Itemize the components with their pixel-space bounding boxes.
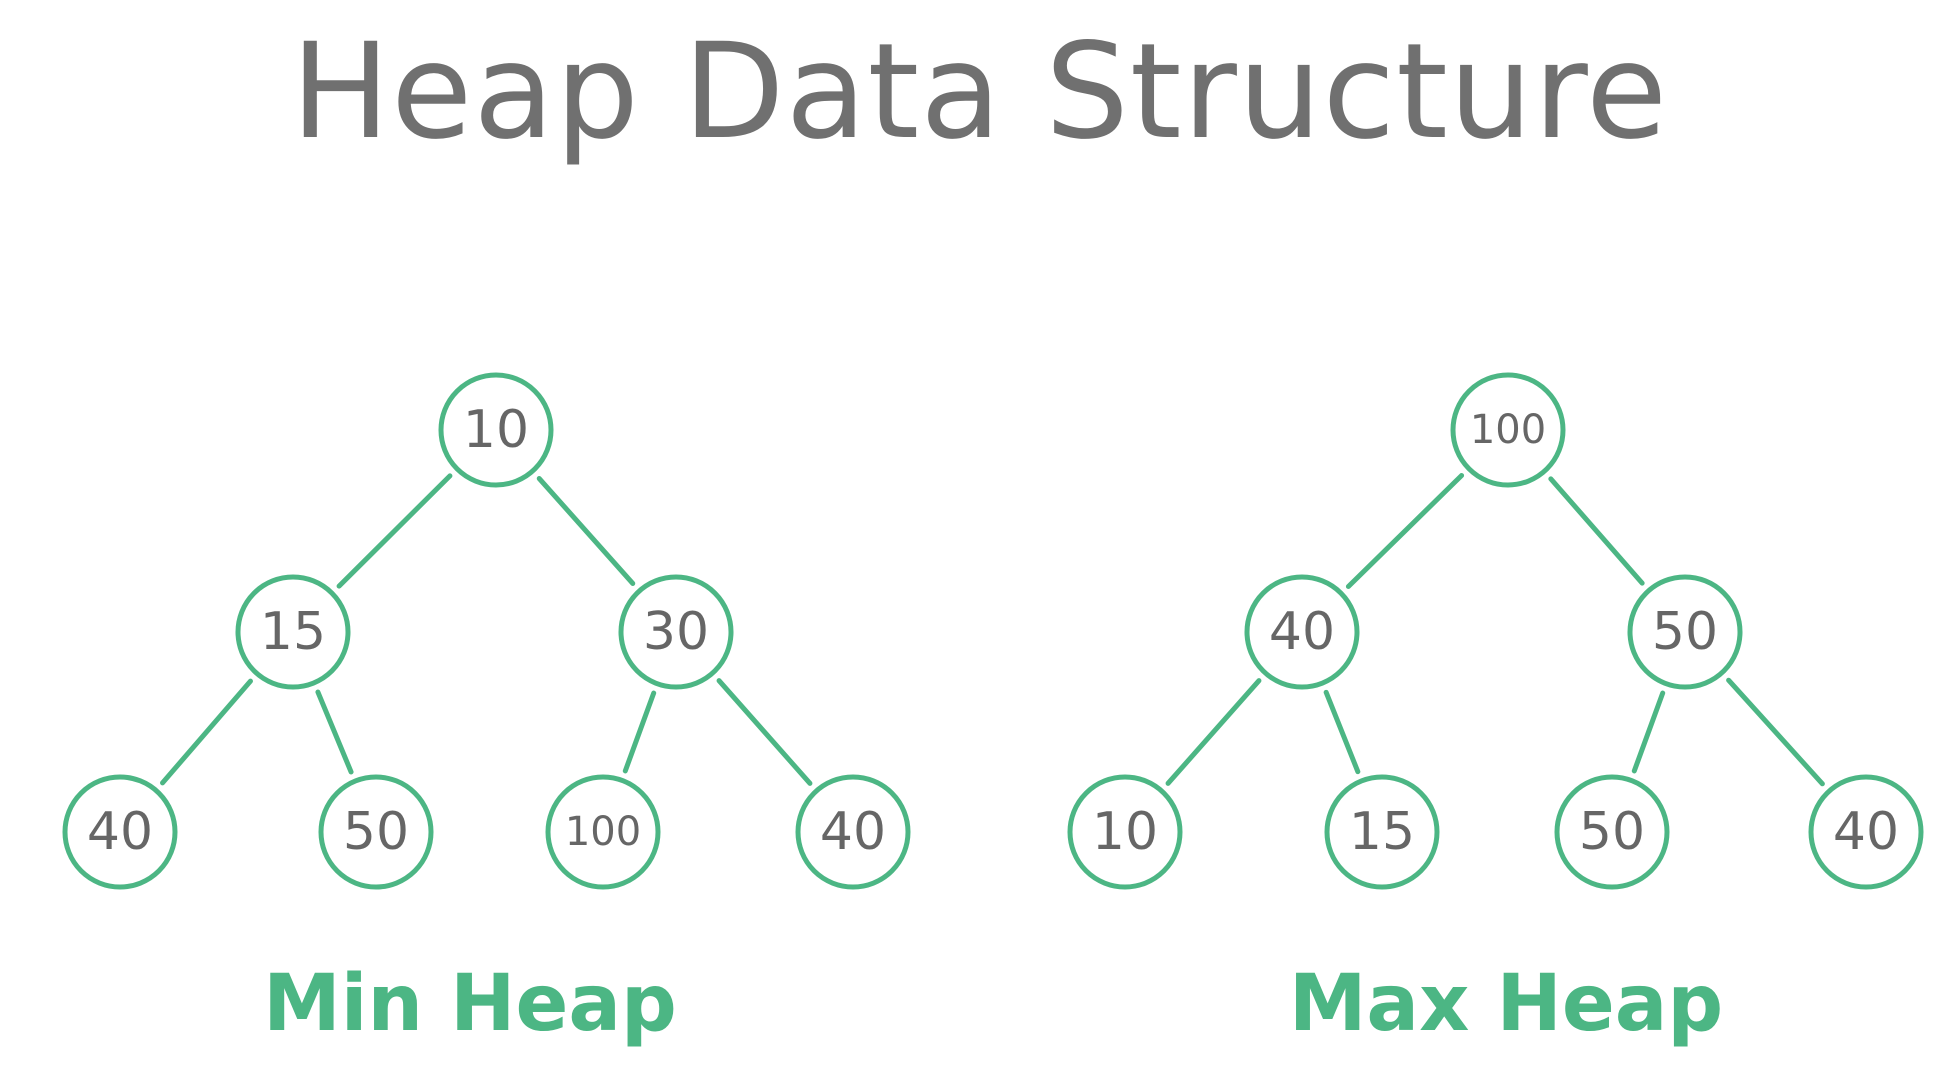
max-heap-edge-1-4 [1323, 689, 1361, 775]
min-heap-node-circle [438, 372, 554, 488]
max-heap-node-0: 100 [1450, 372, 1566, 488]
max-heap-edge-1-3 [1165, 678, 1262, 786]
max-heap-edge-0-2 [1548, 476, 1645, 586]
min-heap-node-value: 15 [260, 602, 326, 662]
min-heap-node-2: 30 [618, 574, 734, 690]
max-heap-node-6: 40 [1808, 774, 1924, 890]
min-heap-edge-0-1 [336, 473, 453, 589]
max-heap-node-value: 50 [1652, 602, 1718, 662]
min-heap-node-5: 100 [545, 774, 661, 890]
min-heap-node-0: 10 [438, 372, 554, 488]
min-heap-tree: 10 15 30 40 50 100 40 [62, 372, 911, 890]
min-heap-edge-1-4 [315, 689, 354, 775]
min-heap-node-value: 10 [463, 400, 529, 460]
max-heap-edge-0-1 [1345, 473, 1465, 589]
max-heap-node-value: 15 [1349, 802, 1415, 862]
max-heap-node-value: 40 [1269, 602, 1335, 662]
min-heap-node-circle [62, 774, 178, 890]
max-heap-node-circle [1554, 774, 1670, 890]
max-heap-caption: Max Heap [1289, 959, 1723, 1049]
min-heap-edge-1-3 [160, 678, 253, 786]
max-heap-edge-2-5 [1631, 690, 1666, 774]
max-heap-node-5: 50 [1554, 774, 1670, 890]
min-heap-node-6: 40 [795, 774, 911, 890]
max-heap-node-circle [1627, 574, 1743, 690]
max-heap-tree: 100 40 50 10 15 50 40 [1067, 372, 1924, 890]
min-heap-node-value: 100 [565, 809, 641, 855]
min-heap-edge-2-6 [716, 678, 813, 786]
min-heap-node-value: 30 [643, 602, 709, 662]
max-heap-node-value: 100 [1470, 407, 1546, 453]
min-heap-node-circle [235, 574, 351, 690]
min-heap-node-value: 40 [820, 802, 886, 862]
min-heap-node-1: 15 [235, 574, 351, 690]
max-heap-node-2: 50 [1627, 574, 1743, 690]
max-heap-node-circle [1244, 574, 1360, 690]
max-heap-node-4: 15 [1324, 774, 1440, 890]
max-heap-node-circle [1808, 774, 1924, 890]
min-heap-node-value: 50 [343, 802, 409, 862]
max-heap-node-value: 50 [1579, 802, 1645, 862]
max-heap-node-circle [1067, 774, 1183, 890]
max-heap-node-3: 10 [1067, 774, 1183, 890]
max-heap-node-circle [1324, 774, 1440, 890]
min-heap-node-circle [795, 774, 911, 890]
max-heap-edge-2-6 [1726, 677, 1825, 787]
min-heap-edge-2-5 [622, 690, 657, 774]
min-heap-node-circle [545, 774, 661, 890]
min-heap-node-circle [618, 574, 734, 690]
max-heap-node-value: 40 [1833, 802, 1899, 862]
max-heap-node-value: 10 [1092, 802, 1158, 862]
min-heap-node-3: 40 [62, 774, 178, 890]
min-heap-caption: Min Heap [263, 959, 677, 1049]
max-heap-node-circle [1450, 372, 1566, 488]
page-title: Heap Data Structure [290, 15, 1669, 169]
min-heap-node-circle [318, 774, 434, 890]
min-heap-node-value: 40 [87, 802, 153, 862]
min-heap-edge-0-2 [536, 476, 636, 586]
min-heap-node-4: 50 [318, 774, 434, 890]
max-heap-node-1: 40 [1244, 574, 1360, 690]
